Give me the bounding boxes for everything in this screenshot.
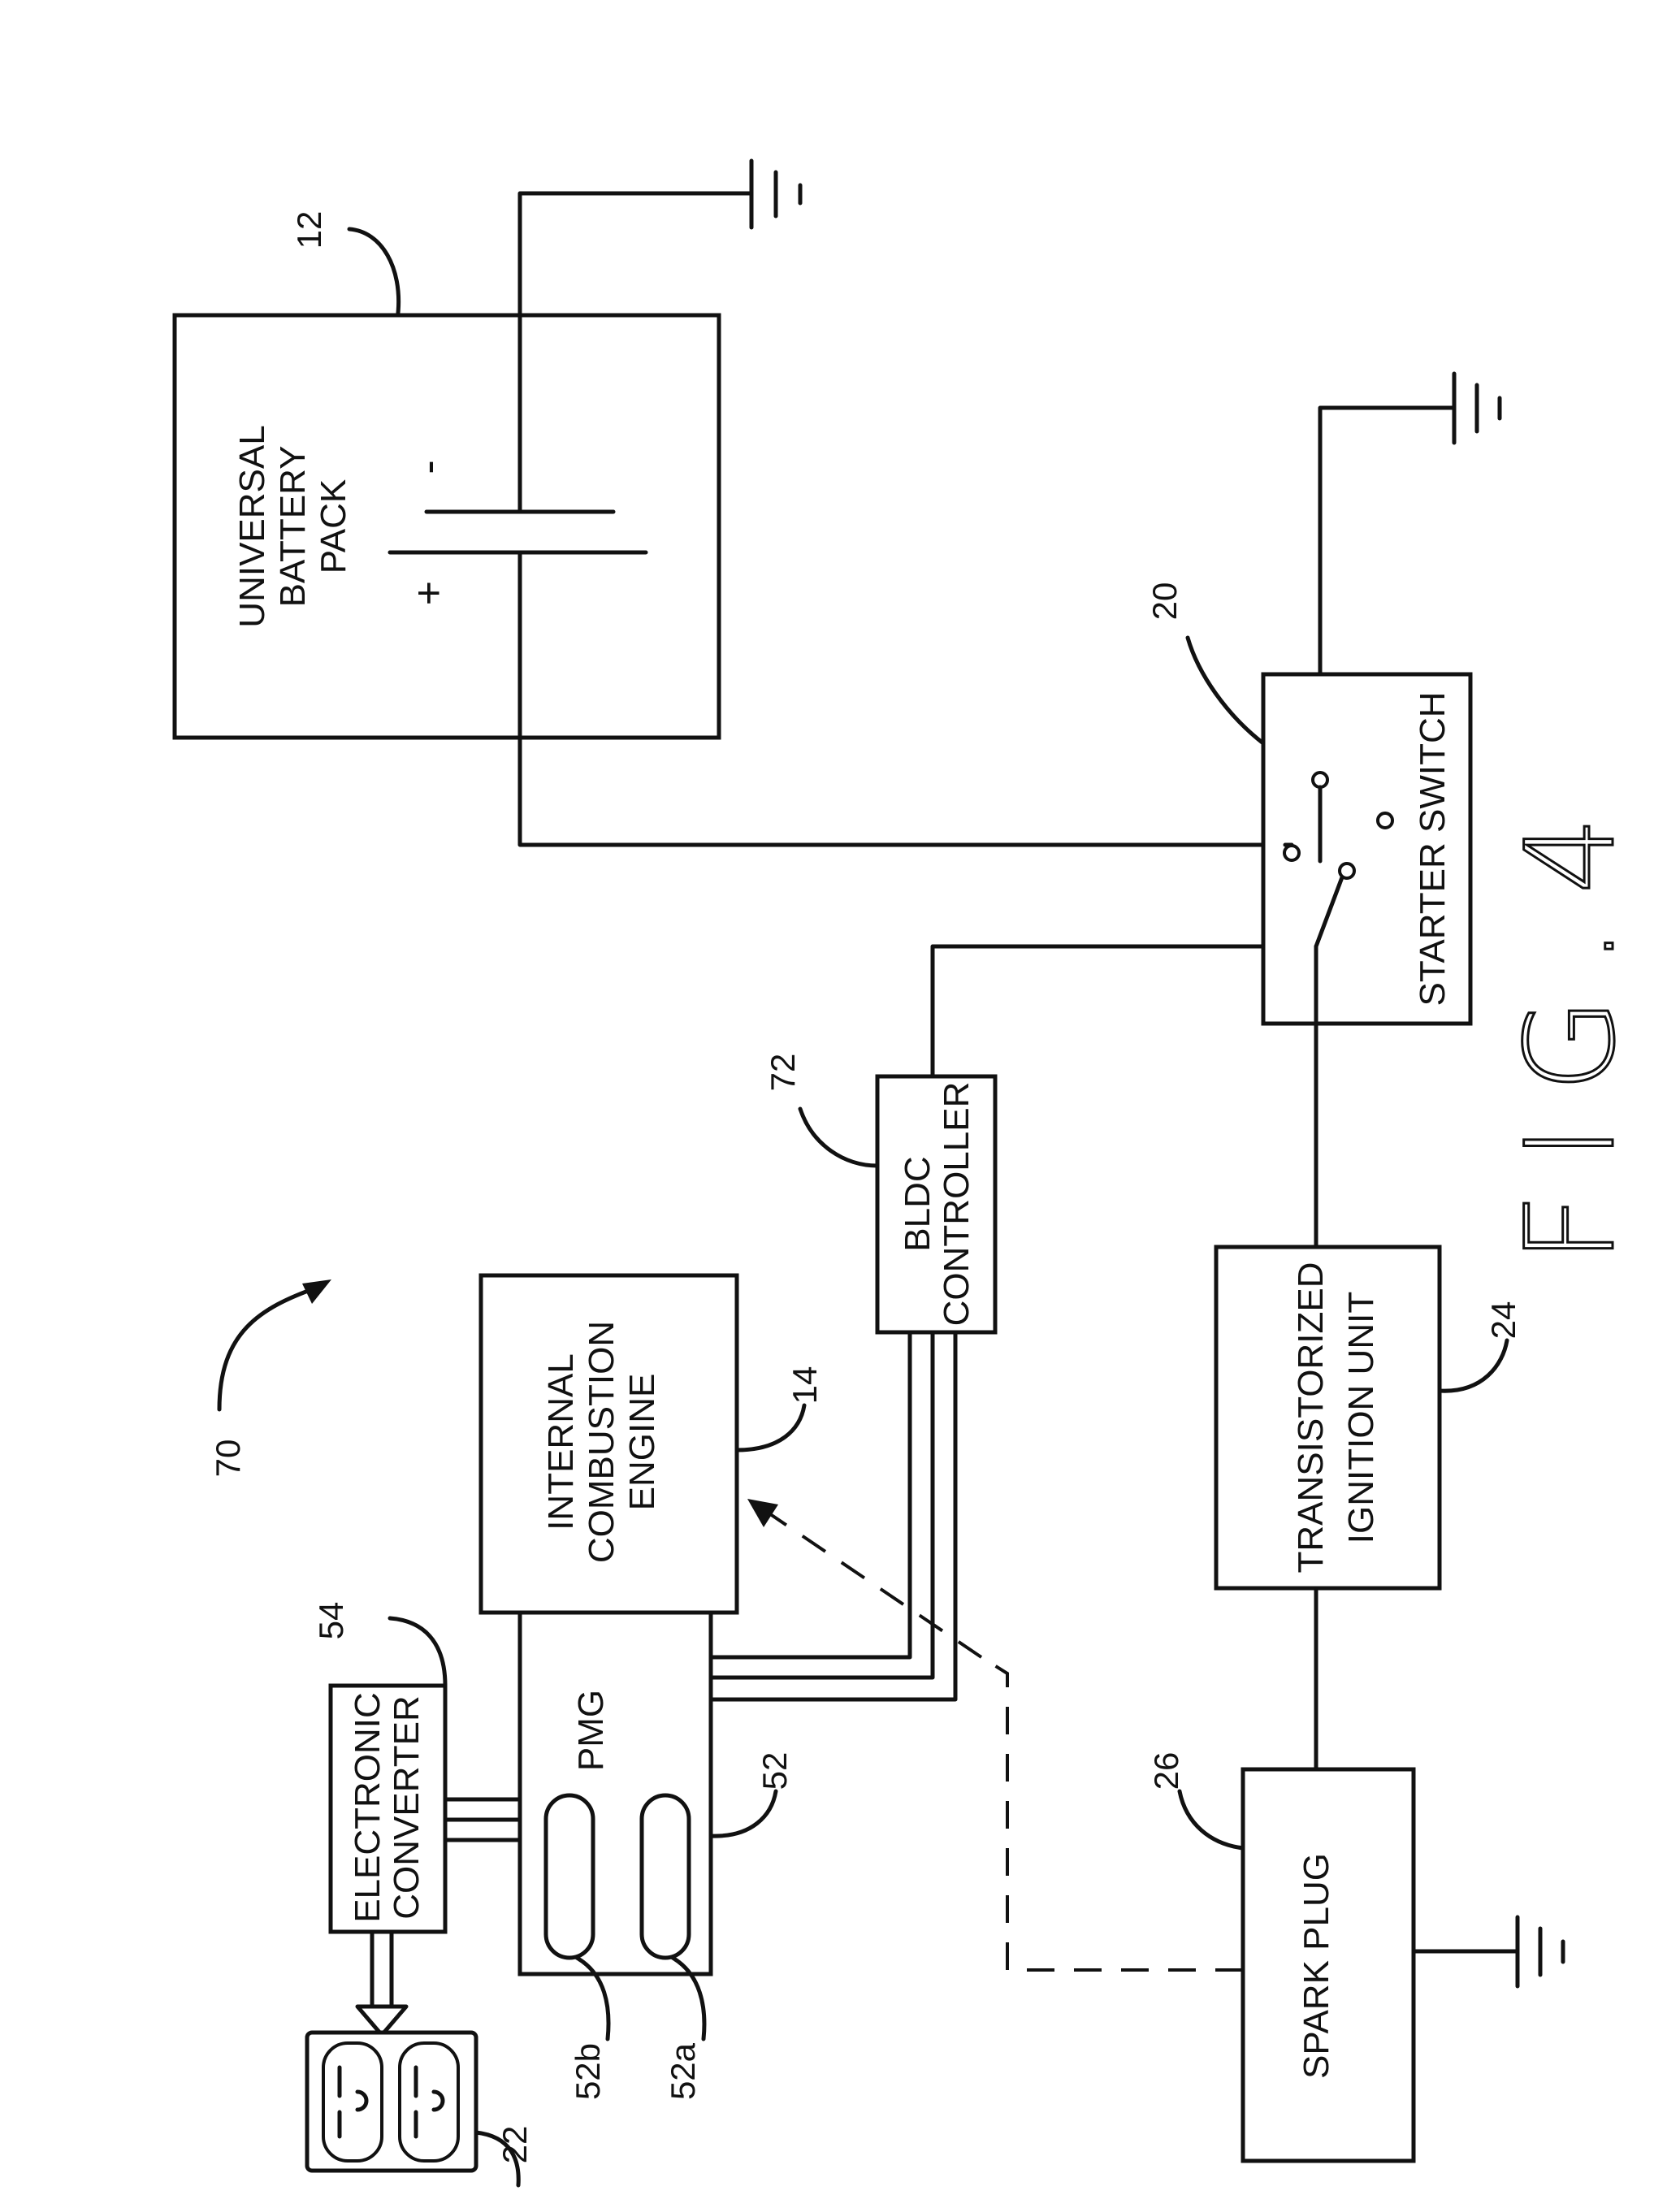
spark-plug-block: SPARK PLUG 26 [1147, 1752, 1414, 2161]
battery-plus-sign: + [405, 581, 452, 605]
battery-pack-block: + - UNIVERSAL BATTERY PACK 12 [175, 211, 719, 738]
engine-label-line1: INTERNAL [541, 1353, 581, 1530]
pmg-winding-52a-icon [642, 1795, 689, 1958]
ignition-unit-label-line2: IGNITION UNIT [1341, 1292, 1381, 1543]
pmg-winding-52a-ref: 52a [664, 2042, 702, 2100]
converter-leader [390, 1618, 445, 1686]
pmg-winding-52b-icon [546, 1795, 593, 1958]
pmg-label: PMG [571, 1690, 611, 1771]
bldc-controller-ref: 72 [764, 1054, 802, 1092]
ignition-unit-label-line1: TRANSISTORIZED [1291, 1262, 1331, 1573]
pmg-block: PMG 52 52b 52a [520, 1613, 794, 2100]
ignition-unit-block: TRANSISTORIZED IGNITION UNIT 24 [1216, 1247, 1522, 1588]
pmg-leader [711, 1791, 776, 1836]
bldc-controller-block: BLDC CONTROLLER 72 [764, 1054, 995, 1332]
bldc-controller-label-line2: CONTROLLER [937, 1082, 976, 1327]
battery-pack-label-line2: BATTERY [273, 446, 313, 608]
starter-switch-label: STARTER SWITCH [1413, 691, 1453, 1006]
outlet-ref: 22 [496, 2126, 534, 2164]
engine-leader [737, 1405, 804, 1450]
pmg-winding-52b-ref: 52b [569, 2043, 607, 2100]
system-ref: 70 [209, 1440, 247, 1478]
ground-symbol-spark-plug [1518, 1917, 1563, 1986]
starter-switch-leader [1188, 638, 1263, 743]
bldc-controller-label-line1: BLDC [898, 1156, 937, 1251]
battery-pack-label-line3: PACK [314, 479, 353, 574]
ground-symbol-battery [751, 161, 800, 227]
outlet-icon [307, 2033, 518, 2185]
battery-pack-label-line1: UNIVERSAL [232, 425, 272, 627]
spark-plug-label: SPARK PLUG [1297, 1853, 1336, 2079]
battery-minus-sign: - [405, 460, 452, 474]
figure-caption: FIG.4 [1500, 784, 1642, 1263]
ignition-unit-ref: 24 [1484, 1301, 1522, 1340]
converter-label-line2: CONVERTER [387, 1695, 426, 1919]
converter-label-line1: ELECTRONIC [348, 1692, 388, 1923]
engine-label-line2: COMBUSTION [582, 1321, 621, 1563]
converter-ref: 54 [312, 1602, 350, 1640]
battery-pack-ref: 12 [290, 211, 328, 249]
starter-switch-block: STARTER SWITCH 20 [1145, 582, 1470, 1024]
ground-symbol-switch [1454, 374, 1500, 443]
ignition-unit-leader [1440, 1340, 1507, 1391]
pmg-ref: 52 [756, 1752, 794, 1790]
engine-ref: 14 [786, 1366, 824, 1405]
engine-block: INTERNAL COMBUSTION ENGINE 14 [481, 1275, 824, 1613]
timing-feedback-path [747, 1499, 1243, 1970]
spark-plug-leader [1180, 1791, 1243, 1848]
bldc-controller-leader [800, 1109, 877, 1166]
engine-label-line3: ENGINE [622, 1374, 662, 1511]
converter-block: ELECTRONIC CONVERTER 54 [312, 1602, 445, 1932]
spark-plug-ref: 26 [1147, 1752, 1185, 1790]
system-ref-arrow [219, 1279, 331, 1409]
battery-pack-leader [349, 229, 399, 313]
starter-switch-ref: 20 [1145, 582, 1184, 621]
